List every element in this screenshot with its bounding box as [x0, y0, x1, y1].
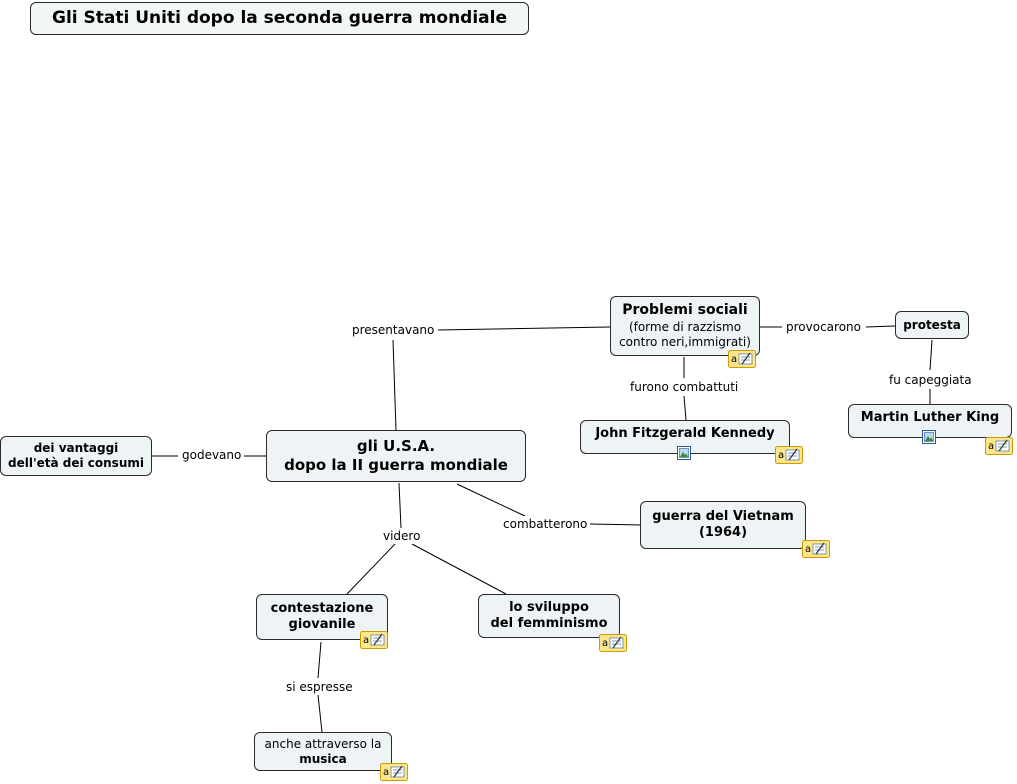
- node-jfk-text: John Fitzgerald Kennedy: [595, 426, 775, 441]
- link-label-godevano: godevano: [180, 447, 244, 463]
- node-vietnam-line2: (1964): [698, 525, 748, 540]
- node-contestazione[interactable]: contestazione giovanile: [256, 594, 388, 640]
- note-icon[interactable]: a: [775, 446, 803, 464]
- node-femminismo-line2: del femminismo: [490, 616, 608, 631]
- node-protesta[interactable]: protesta: [895, 311, 969, 339]
- node-problemi-line2: contro neri,immigrati): [619, 334, 751, 349]
- image-icon[interactable]: [922, 430, 936, 444]
- note-icon[interactable]: a: [802, 540, 830, 558]
- link-label-combatterono: combatterono: [501, 516, 590, 532]
- note-icon[interactable]: a: [985, 437, 1013, 455]
- node-vantaggi[interactable]: dei vantaggi dell'età dei consumi: [0, 436, 152, 476]
- node-vantaggi-line2: dell'età dei consumi: [7, 456, 144, 470]
- node-usa-line2: dopo la II guerra mondiale: [284, 456, 508, 474]
- node-mlk-text: Martin Luther King: [860, 410, 1000, 425]
- node-usa-line1: gli U.S.A.: [356, 437, 436, 456]
- node-contestazione-line1: contestazione: [270, 600, 374, 616]
- node-contestazione-line2: giovanile: [288, 617, 356, 632]
- node-vietnam[interactable]: guerra del Vietnam (1964): [640, 501, 806, 549]
- node-problemi-line1: (forme di razzismo: [628, 319, 742, 334]
- page-title-text: Gli Stati Uniti dopo la seconda guerra m…: [51, 7, 508, 28]
- node-musica-line1: anche attraverso la: [264, 736, 382, 751]
- svg-text:a: a: [731, 354, 737, 365]
- node-problemi-sociali[interactable]: Problemi sociali (forme di razzismo cont…: [610, 296, 760, 356]
- svg-text:a: a: [805, 544, 811, 555]
- link-label-fu-capeggiata: fu capeggiata: [887, 372, 974, 388]
- node-musica[interactable]: anche attraverso la musica: [254, 732, 392, 771]
- link-label-videro: videro: [381, 528, 423, 544]
- node-musica-line2: musica: [299, 751, 347, 766]
- node-protesta-text: protesta: [903, 317, 961, 332]
- svg-text:a: a: [363, 635, 369, 646]
- page-title: Gli Stati Uniti dopo la seconda guerra m…: [30, 2, 529, 35]
- svg-text:a: a: [778, 450, 784, 461]
- node-femminismo[interactable]: lo sviluppo del femminismo: [478, 594, 620, 638]
- svg-text:a: a: [383, 767, 389, 778]
- node-problemi-title: Problemi sociali: [622, 302, 748, 319]
- svg-text:a: a: [988, 441, 994, 452]
- node-usa[interactable]: gli U.S.A. dopo la II guerra mondiale: [266, 430, 526, 482]
- note-icon[interactable]: a: [599, 634, 627, 652]
- link-label-presentavano: presentavano: [350, 322, 437, 338]
- svg-text:a: a: [602, 638, 608, 649]
- image-icon[interactable]: [677, 446, 691, 460]
- link-label-provocarono: provocarono: [784, 319, 863, 335]
- note-icon[interactable]: a: [360, 631, 388, 649]
- link-label-si-espresse: si espresse: [284, 679, 355, 695]
- node-vantaggi-line1: dei vantaggi: [33, 441, 119, 455]
- node-vietnam-line1: guerra del Vietnam: [652, 508, 794, 524]
- note-icon[interactable]: a: [380, 763, 408, 781]
- note-icon[interactable]: a: [728, 350, 756, 368]
- link-label-furono-combattuti: furono combattuti: [628, 379, 741, 395]
- node-femminismo-line1: lo sviluppo: [509, 599, 589, 615]
